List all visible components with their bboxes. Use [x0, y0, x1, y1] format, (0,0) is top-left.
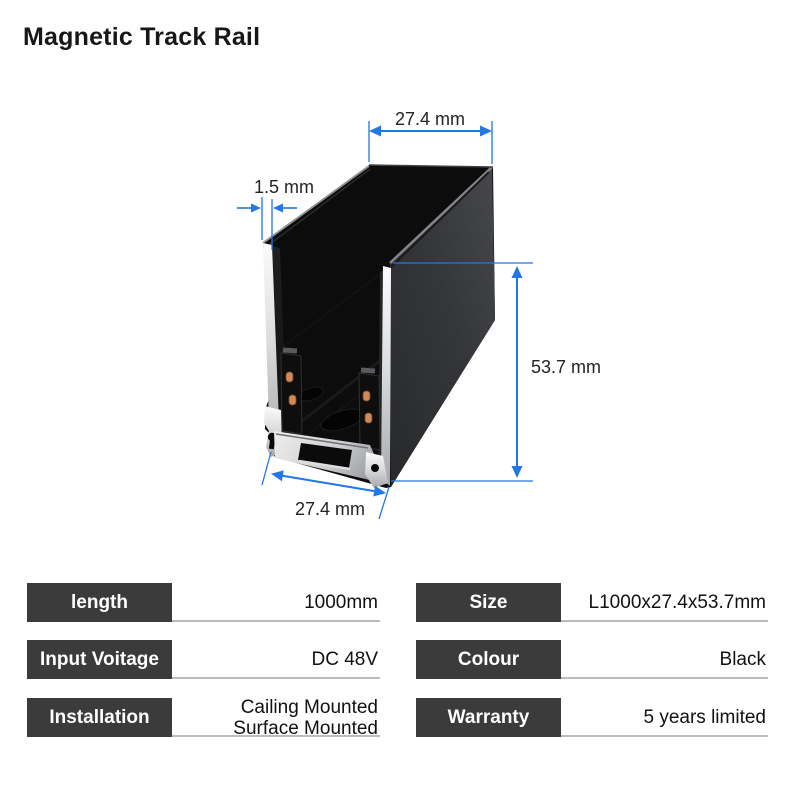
row-underline	[561, 620, 768, 622]
dim-bottom-width: 27.4 mm	[261, 451, 390, 520]
arrowhead	[271, 470, 284, 482]
arrowhead	[273, 203, 283, 213]
track-rail-render	[262, 164, 495, 488]
spec-column-left: length 1000mm Input Voitage DC 48V Insta…	[27, 583, 380, 739]
spec-value-input-voltage: DC 48V	[311, 649, 378, 670]
page-title: Magnetic Track Rail	[23, 23, 261, 51]
left-foot-notch-slot	[268, 439, 276, 450]
spec-label-installation: Installation	[27, 698, 172, 737]
dim-top-width-label: 27.4 mm	[395, 109, 465, 129]
arrowhead	[251, 203, 261, 213]
dimension-annotations: 27.4 mm 1.5 mm 53.7 mm	[237, 109, 601, 520]
spec-value-installation: Cailing Mounted Surface Mounted	[233, 696, 378, 739]
spec-label-input-voltage: Input Voitage	[27, 640, 172, 679]
dim-top-width: 27.4 mm	[368, 109, 493, 164]
rail-right-outer-face	[390, 167, 495, 486]
dim-wall-thickness-label: 1.5 mm	[254, 177, 314, 197]
product-dimension-diagram: 27.4 mm 1.5 mm 53.7 mm	[237, 109, 601, 520]
row-underline	[172, 677, 380, 679]
front-cut-face	[263, 243, 391, 488]
spec-row-input-voltage: Input Voitage DC 48V	[27, 640, 380, 679]
conductor-housings	[280, 347, 381, 451]
left-wall-cut	[263, 243, 280, 453]
copper-contacts	[285, 371, 373, 424]
spec-row-length: length 1000mm	[27, 583, 380, 622]
dim-height: 53.7 mm	[391, 262, 601, 482]
rail-right-top-bevel	[389, 166, 493, 264]
spec-row-warranty: Warranty 5 years limited	[416, 698, 768, 737]
arrowhead	[511, 266, 523, 278]
left-foot-notch	[267, 432, 277, 442]
row-underline	[561, 735, 768, 737]
rail-right-top-seam	[388, 171, 490, 270]
spec-row-size: Size L1000x27.4x53.7mm	[416, 583, 768, 622]
spec-value-colour: Black	[719, 649, 766, 670]
spec-value-length: 1000mm	[304, 592, 378, 613]
spec-value-size: L1000x27.4x53.7mm	[588, 592, 766, 613]
base-top-seam	[275, 433, 369, 449]
spec-label-warranty: Warranty	[416, 698, 561, 737]
arrowhead	[511, 466, 523, 478]
base-slot-lip	[298, 459, 351, 471]
spec-row-installation: Installation Cailing Mounted Surface Mou…	[27, 696, 380, 739]
row-underline	[172, 735, 380, 737]
spec-value-warranty: 5 years limited	[643, 707, 767, 728]
arrowhead	[373, 485, 386, 497]
arrowhead	[480, 125, 492, 137]
spec-row-colour: Colour Black	[416, 640, 768, 679]
rail-back-top-edge	[368, 164, 494, 168]
row-underline	[172, 620, 380, 622]
spec-column-right: Size L1000x27.4x53.7mm Colour Black Warr…	[416, 583, 768, 739]
arrowhead	[369, 125, 381, 137]
spec-label-colour: Colour	[416, 640, 561, 679]
spec-label-size: Size	[416, 583, 561, 622]
right-foot-notch	[371, 464, 379, 472]
spec-label-length: length	[27, 583, 172, 622]
row-underline	[561, 677, 768, 679]
dim-wall-thickness: 1.5 mm	[237, 177, 314, 250]
rail-left-top-edge	[262, 165, 370, 244]
right-wall-cut	[381, 266, 391, 486]
dim-height-label: 53.7 mm	[531, 357, 601, 377]
dim-bottom-width-label: 27.4 mm	[295, 499, 365, 519]
rail-left-top-edge-inner	[265, 168, 371, 248]
